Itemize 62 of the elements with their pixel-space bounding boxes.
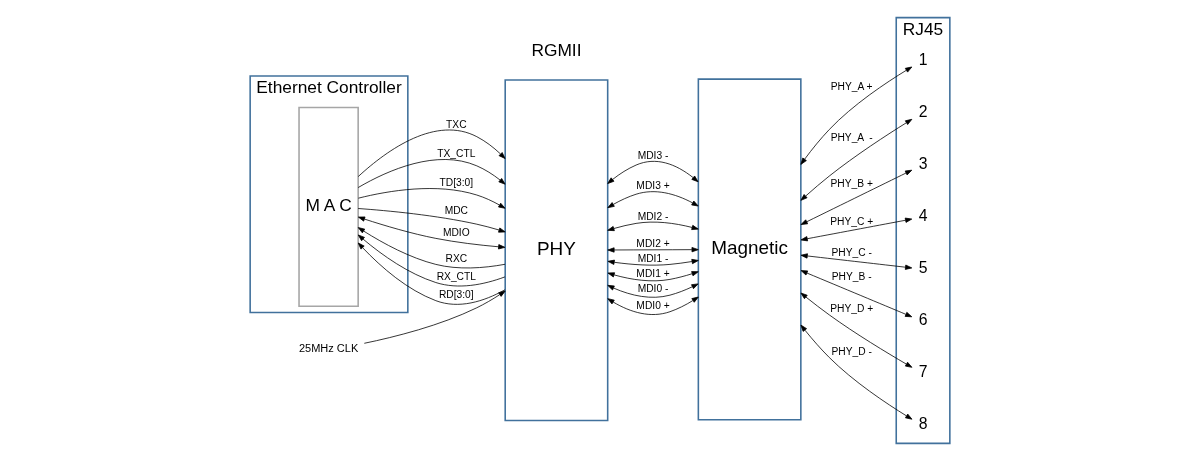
edge-label: MDI2 - (637, 210, 669, 222)
edge-label: MDIO (442, 226, 470, 238)
edge-label: PHY_B + (830, 178, 873, 190)
node-box: PHY (504, 79, 609, 422)
arrow (357, 242, 506, 305)
edge-label: PHY_C + (830, 215, 874, 227)
arrow (357, 208, 506, 233)
arrow (607, 283, 699, 298)
arrow (607, 296, 699, 315)
node-text: 6 (918, 311, 928, 329)
edge-label: PHY_B - (831, 271, 872, 283)
arrow (607, 191, 699, 209)
edge-label: PHY_A - (830, 131, 873, 143)
arrow (357, 129, 506, 177)
node-text: 4 (918, 207, 928, 225)
node-text: 5 (918, 259, 928, 277)
arrow (357, 227, 506, 269)
edge-label: PHY_A + (830, 81, 873, 93)
edge-label: MDC (444, 205, 468, 217)
node-box: Magnetic (697, 78, 802, 421)
arrow (607, 247, 699, 253)
edge-label: RD[3:0] (438, 288, 474, 300)
edge-label: PHY_C - (831, 247, 872, 259)
arrow (607, 221, 699, 232)
edge-label: TD[3:0] (439, 176, 474, 188)
arrow (800, 66, 913, 165)
edge-label: MDI1 + (636, 267, 670, 279)
arrow (800, 270, 913, 318)
edge-label: MDI3 + (636, 180, 670, 192)
edge-label: MDI3 - (637, 150, 669, 162)
node-text: 8 (918, 415, 928, 433)
arrow (800, 118, 913, 201)
arrow (363, 290, 506, 344)
arrow (800, 169, 913, 225)
arrow (800, 324, 913, 420)
edge-label: RX_CTL (436, 270, 476, 282)
edge-label: MDI0 + (636, 299, 670, 311)
arrow (800, 217, 913, 242)
node-text: 25MHz CLK (298, 342, 359, 355)
edge-label: RXC (445, 252, 468, 264)
node-text: 3 (918, 155, 928, 173)
node-text: 2 (918, 102, 928, 120)
arrow (607, 258, 699, 266)
edge-label: MDI2 + (636, 238, 670, 250)
node-text: 7 (918, 363, 928, 381)
node-box: M A C (298, 106, 359, 307)
edge-label: MDI1 - (637, 252, 669, 264)
edge-label: TX_CTL (437, 147, 476, 159)
arrow (800, 292, 913, 368)
edge-label: PHY_D + (830, 303, 874, 315)
arrow (357, 159, 506, 188)
edge-label: MDI0 - (637, 283, 669, 295)
arrow (358, 216, 506, 250)
arrow (607, 271, 699, 282)
label: RGMII (531, 39, 582, 60)
node-text: 1 (918, 50, 928, 68)
arrow (357, 234, 506, 287)
edge-label: PHY_D - (831, 345, 872, 357)
edge-label: TXC (446, 118, 467, 130)
arrow (358, 188, 506, 209)
arrow (607, 161, 699, 184)
arrow (800, 253, 913, 270)
